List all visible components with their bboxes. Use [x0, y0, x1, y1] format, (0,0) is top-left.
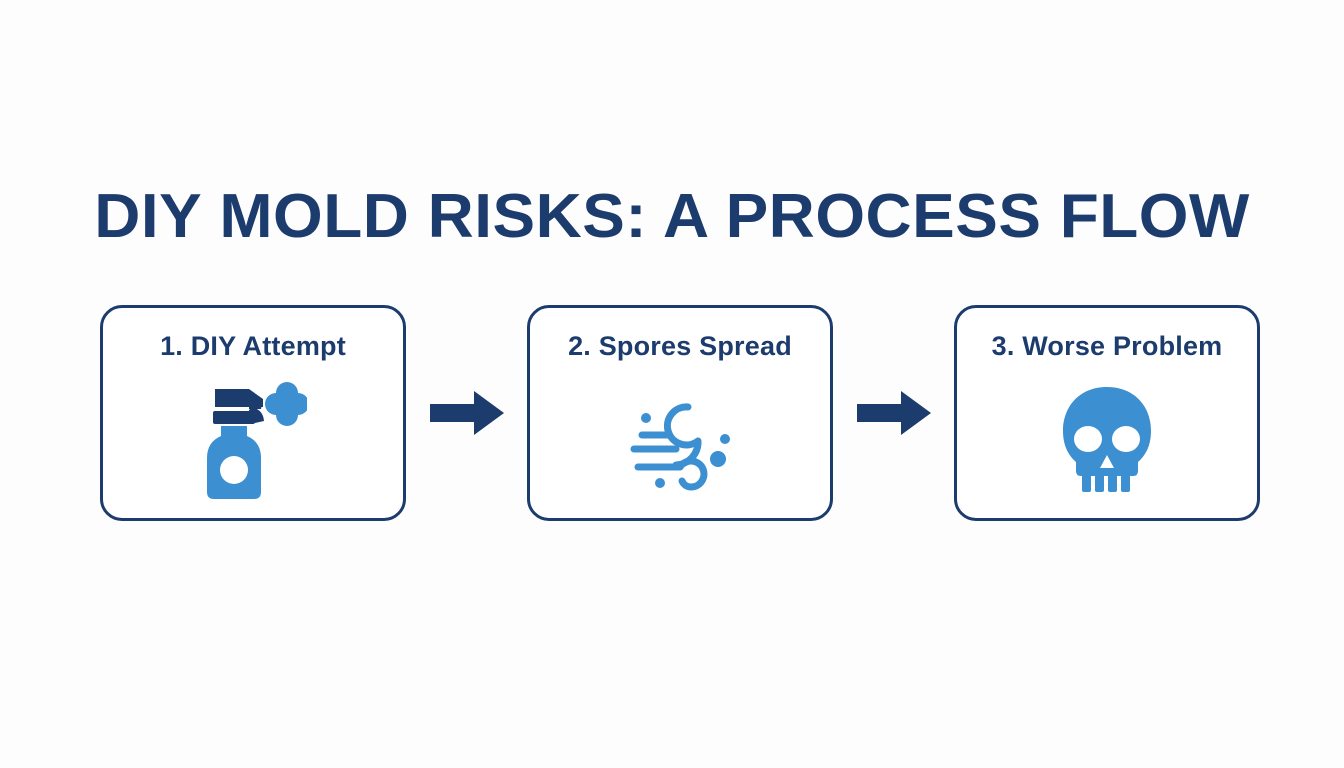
skull-icon	[957, 376, 1257, 506]
step-label-2: 2. Spores Spread	[568, 331, 792, 361]
process-flow-row: 1. DIY Attempt	[100, 305, 1260, 521]
step-label-1: 1. DIY Attempt	[160, 331, 346, 361]
arrow-right-icon-1	[421, 385, 513, 441]
step-label-3: 3. Worse Problem	[991, 331, 1223, 361]
page-title: DIY MOLD RISKS: A PROCESS FLOW	[94, 181, 1250, 251]
step-card-3[interactable]: 3. Worse Problem	[954, 305, 1260, 521]
step-card-2[interactable]: 2. Spores Spread	[527, 305, 833, 521]
arrow-right-icon-2	[848, 385, 940, 441]
step-card-1[interactable]: 1. DIY Attempt	[100, 305, 406, 521]
wind-swirl-icon	[530, 376, 830, 506]
spray-bottle-icon	[103, 376, 403, 506]
